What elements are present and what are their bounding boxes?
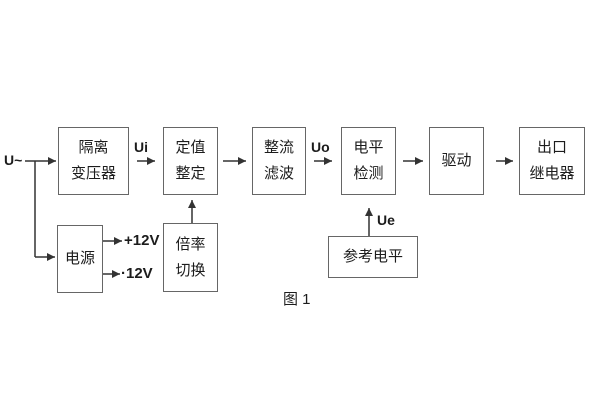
ui-signal-label: Ui [134,139,148,155]
block-rectifier-filter: 整流 滤波 [252,127,306,195]
uo-signal-label: Uo [311,139,330,155]
block-label-line: 电平 [353,139,384,156]
block-ratio-switch: 倍率 切换 [163,223,218,292]
block-label-line: 定值 [175,139,206,156]
block-label-line: 参考电平 [342,248,403,265]
plus-12v-label: +12V [124,232,160,249]
block-label-line: 整流 [263,139,294,156]
block-label-line: 整定 [175,165,206,182]
input-signal-label: U~ [4,152,23,168]
block-label-line: 继电器 [529,165,575,182]
block-label-line: 变压器 [70,165,116,182]
block-label-line: 倍率 [175,235,206,253]
ue-signal-label: Ue [377,212,395,228]
block-output-relay: 出口 继电器 [519,127,585,195]
block-label-line: 切换 [175,261,206,279]
minus-12v-label: ·12V [121,265,153,282]
block-power-supply: 电源 [57,225,103,293]
figure-caption: 图 1 [283,291,311,308]
block-label-line: 出口 [536,139,567,156]
block-reference-level: 参考电平 [328,236,418,278]
block-level-detection: 电平 检测 [341,127,396,195]
block-label-line: 检测 [353,165,384,182]
block-label-line: 隔离 [78,139,109,156]
block-label-line: 电源 [64,250,95,267]
block-setpoint-setting: 定值 整定 [163,127,218,195]
block-label-line: 驱动 [441,152,472,169]
block-label-line: 滤波 [263,165,294,182]
block-isolation-transformer: 隔离 变压器 [58,127,129,195]
block-driver: 驱动 [429,127,484,195]
